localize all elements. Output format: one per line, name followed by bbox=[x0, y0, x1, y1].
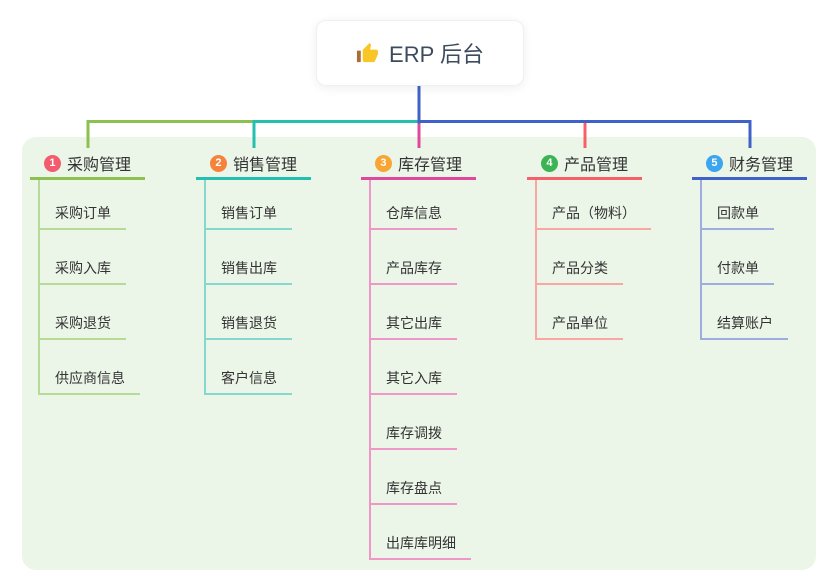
branch-label: 产品管理 bbox=[563, 157, 628, 174]
child-node[interactable]: 出库库明细 bbox=[369, 532, 471, 560]
child-node[interactable]: 销售出库 bbox=[204, 257, 292, 285]
branch-child-connector bbox=[204, 180, 206, 395]
child-node[interactable]: 其它入库 bbox=[369, 367, 457, 395]
child-node[interactable]: 采购入库 bbox=[38, 257, 126, 285]
branch-label: 采购管理 bbox=[66, 157, 131, 174]
child-node[interactable]: 销售退货 bbox=[204, 312, 292, 340]
branch-number-badge: 5 bbox=[705, 154, 723, 172]
branch-node-2[interactable]: 2 销售管理 bbox=[196, 149, 311, 180]
child-node[interactable]: 采购退货 bbox=[38, 312, 126, 340]
child-node[interactable]: 库存盘点 bbox=[369, 477, 457, 505]
branch-child-connector bbox=[369, 180, 371, 560]
branch-number-badge: 2 bbox=[209, 154, 227, 172]
branch-label: 财务管理 bbox=[728, 157, 793, 174]
child-node[interactable]: 客户信息 bbox=[204, 367, 292, 395]
child-node[interactable]: 产品单位 bbox=[535, 312, 623, 340]
branch-node-3[interactable]: 3 库存管理 bbox=[361, 149, 476, 180]
child-node[interactable]: 产品（物料） bbox=[535, 202, 651, 230]
child-node[interactable]: 销售订单 bbox=[204, 202, 292, 230]
branch-child-connector bbox=[700, 180, 702, 340]
branch-number-badge: 1 bbox=[43, 154, 61, 172]
child-node[interactable]: 仓库信息 bbox=[369, 202, 457, 230]
branch-node-4[interactable]: 4 产品管理 bbox=[527, 149, 642, 180]
child-node[interactable]: 库存调拨 bbox=[369, 422, 457, 450]
child-node[interactable]: 采购订单 bbox=[38, 202, 126, 230]
child-node[interactable]: 供应商信息 bbox=[38, 367, 140, 395]
root-title: ERP 后台 bbox=[389, 42, 484, 67]
branch-number-badge: 4 bbox=[540, 154, 558, 172]
branch-node-5[interactable]: 5 财务管理 bbox=[692, 149, 807, 180]
branch-label: 销售管理 bbox=[232, 157, 297, 174]
root-node[interactable]: ERP 后台 bbox=[316, 20, 524, 86]
thumbs-up-icon bbox=[356, 42, 379, 62]
child-node[interactable]: 回款单 bbox=[700, 202, 774, 230]
child-node[interactable]: 其它出库 bbox=[369, 312, 457, 340]
branch-child-connector bbox=[38, 180, 40, 395]
child-node[interactable]: 产品库存 bbox=[369, 257, 457, 285]
child-node[interactable]: 付款单 bbox=[700, 257, 774, 285]
branch-child-connector bbox=[535, 180, 537, 340]
branch-label: 库存管理 bbox=[397, 157, 462, 174]
branch-number-badge: 3 bbox=[374, 154, 392, 172]
branch-node-1[interactable]: 1 采购管理 bbox=[30, 149, 145, 180]
child-node[interactable]: 产品分类 bbox=[535, 257, 623, 285]
branches-panel bbox=[22, 137, 816, 570]
child-node[interactable]: 结算账户 bbox=[700, 312, 788, 340]
